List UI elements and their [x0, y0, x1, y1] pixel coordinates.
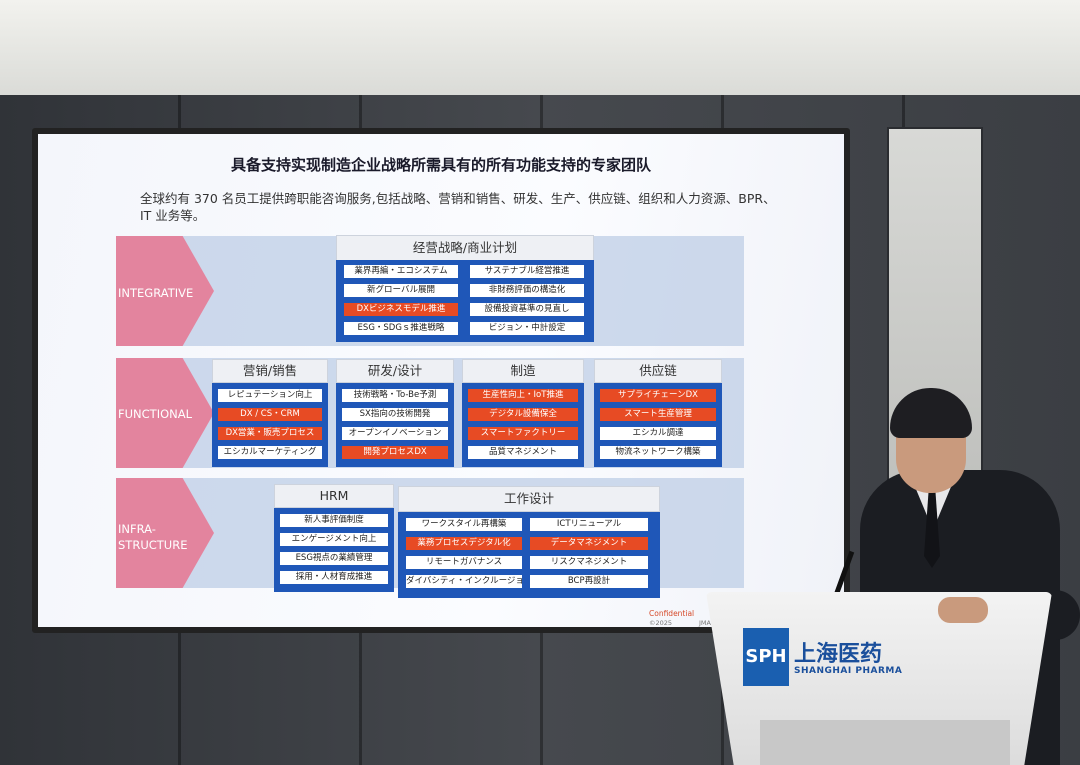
capability-item: 物流ネットワーク構築: [600, 446, 716, 459]
strategy-header: 经营战略/商业计划: [336, 235, 594, 261]
podium-logo-chinese: 上海医药: [794, 642, 883, 667]
functional-group-header: 供应链: [594, 359, 722, 383]
capability-item: リモートガバナンス: [406, 556, 522, 569]
work-design-header: 工作设计: [398, 486, 660, 512]
podium-base: [760, 720, 1010, 765]
capability-item: DXビジネスモデル推進: [344, 303, 458, 316]
capability-item: 開発プロセスDX: [342, 446, 448, 459]
capability-item: ICTリニューアル: [530, 518, 648, 531]
capability-item: スマートファクトリー: [468, 427, 578, 440]
capability-item: エシカル調達: [600, 427, 716, 440]
capability-item: 業界再編・エコシステム: [344, 265, 458, 278]
capability-item: 採用・人材育成推進: [280, 571, 388, 584]
podium-logo-english: SHANGHAI PHARMA: [794, 666, 903, 676]
capability-item: レピュテーション向上: [218, 389, 322, 402]
capability-item: ダイバシティ・インクルージョン: [406, 575, 522, 588]
brand-mark: JMA: [699, 619, 711, 627]
capability-item: スマート生産管理: [600, 408, 716, 421]
confidential-mark: Confidential: [649, 609, 695, 618]
capability-item: SX指向の技術開発: [342, 408, 448, 421]
capability-item: オープンイノベーション: [342, 427, 448, 440]
capability-item: ESG・SDGｓ推進戦略: [344, 322, 458, 335]
ceiling: [0, 0, 1080, 100]
infrastructure-label-line1: INFRA-: [118, 522, 156, 536]
capability-item: デジタル設備保全: [468, 408, 578, 421]
functional-group-header: 研发/设计: [336, 359, 454, 383]
capability-item: 技術戦略・To-Be予測: [342, 389, 448, 402]
capability-item: 設備投資基準の見直し: [470, 303, 584, 316]
functional-group-header: 制造: [462, 359, 584, 383]
hrm-header: HRM: [274, 484, 394, 508]
capability-item: DX営業・販売プロセス: [218, 427, 322, 440]
capability-item: エシカルマーケティング: [218, 446, 322, 459]
capability-item: ワークスタイル再構築: [406, 518, 522, 531]
capability-item: ESG視点の業績管理: [280, 552, 388, 565]
capability-item: 新人事評価制度: [280, 514, 388, 527]
functional-group-header: 营销/销售: [212, 359, 328, 383]
integrative-label: INTEGRATIVE: [118, 286, 194, 300]
presentation-slide: 具备支持实现制造企业战略所需具有的所有功能支持的专家团队 全球约有 370 名员…: [38, 134, 844, 627]
speaker-hand: [938, 597, 988, 623]
capability-item: 品質マネジメント: [468, 446, 578, 459]
capability-item: リスクマネジメント: [530, 556, 648, 569]
functional-label: FUNCTIONAL: [118, 407, 193, 421]
capability-item: 新グローバル展開: [344, 284, 458, 297]
capability-item: 生産性向上・IoT推進: [468, 389, 578, 402]
capability-item: サプライチェーンDX: [600, 389, 716, 402]
capability-item: DX / CS・CRM: [218, 408, 322, 421]
slide-subtitle: 全球约有 370 名员工提供跨职能咨询服务,包括战略、营销和销售、研发、生产、供…: [140, 191, 776, 223]
capability-item: ビジョン・中計設定: [470, 322, 584, 335]
sph-logo-icon: SPH: [743, 628, 789, 686]
infrastructure-label-line2: STRUCTURE: [118, 538, 188, 552]
speaker-tie: [924, 488, 940, 568]
capability-item: 非財務評価の構造化: [470, 284, 584, 297]
capability-item: エンゲージメント向上: [280, 533, 388, 546]
capability-item: BCP再設計: [530, 575, 648, 588]
capability-item: データマネジメント: [530, 537, 648, 550]
capability-item: 業務プロセスデジタル化: [406, 537, 522, 550]
slide-title: 具备支持实现制造企业战略所需具有的所有功能支持的专家团队: [230, 156, 651, 174]
copyright-mark: ©2025: [649, 619, 673, 627]
capability-item: サステナブル経営推進: [470, 265, 584, 278]
